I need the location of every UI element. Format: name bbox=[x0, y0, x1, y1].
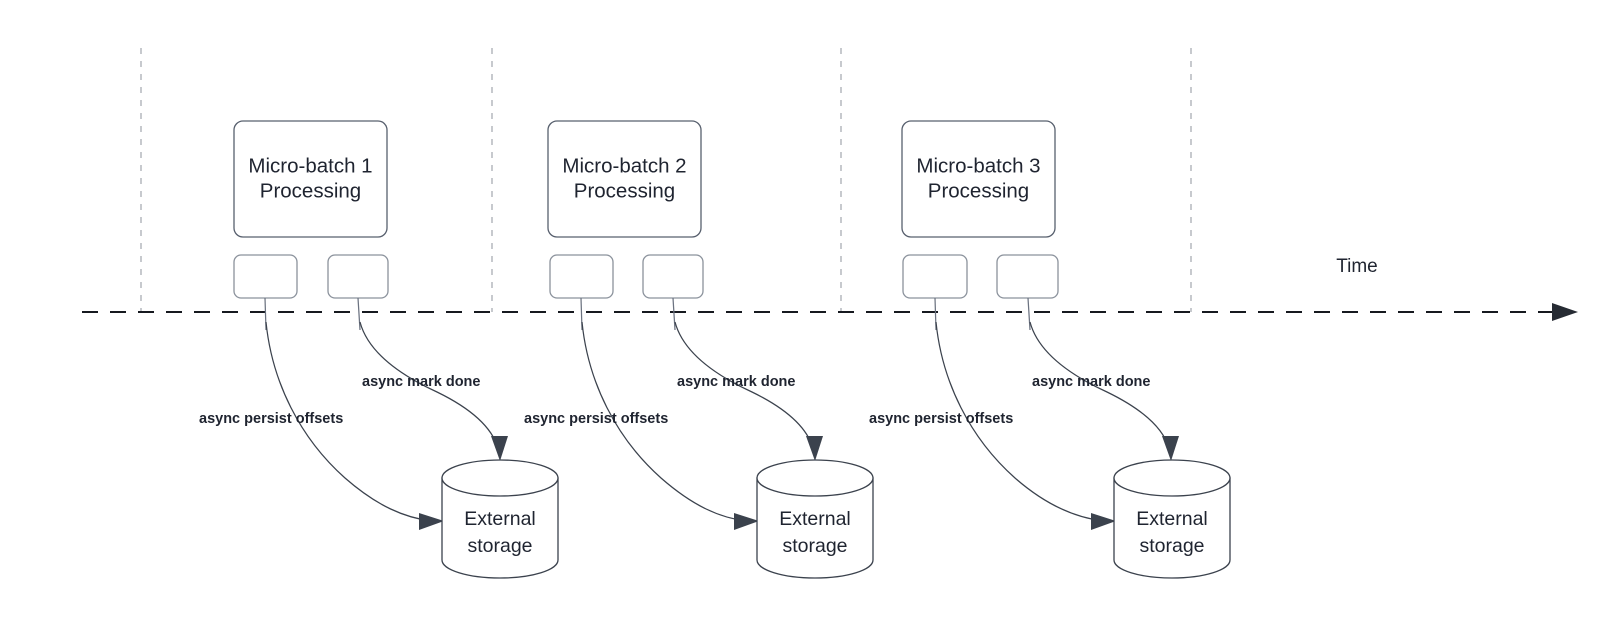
persist-offsets-arrowhead bbox=[734, 513, 759, 530]
time-axis-arrowhead bbox=[1552, 303, 1578, 321]
mark-done-arrowhead bbox=[1162, 436, 1179, 461]
persist-offsets-event-box[interactable] bbox=[902, 254, 968, 299]
persist-offsets-label: async persist offsets bbox=[199, 411, 343, 427]
mark-done-stem bbox=[672, 297, 676, 331]
persist-offsets-flow-line bbox=[935, 321, 1105, 522]
external-storage-cylinder[interactable]: External storage bbox=[441, 459, 559, 579]
process-box-rect bbox=[547, 120, 702, 238]
process-box-label-line2: Processing bbox=[574, 179, 675, 202]
cylinder-label-line2: storage bbox=[1139, 535, 1204, 557]
cylinder-label-line1: External bbox=[779, 508, 851, 530]
mark-done-arrowhead bbox=[806, 436, 823, 461]
mark-done-flow-line bbox=[674, 321, 814, 449]
mark-done-stem bbox=[357, 297, 361, 331]
external-storage-cylinder[interactable]: External storage bbox=[1113, 459, 1231, 579]
process-box-label-line1: Micro-batch 1 bbox=[248, 154, 372, 177]
process-box-label-line2: Processing bbox=[260, 179, 361, 202]
persist-offsets-flow-line bbox=[581, 321, 748, 522]
micro-batch-1-process-box[interactable]: Micro-batch 1 Processing bbox=[233, 120, 388, 238]
cylinder-label-line2: storage bbox=[782, 535, 847, 557]
persist-offsets-arrowhead bbox=[1091, 513, 1116, 530]
mark-done-event-box[interactable] bbox=[327, 254, 389, 299]
process-box-rect bbox=[901, 120, 1056, 238]
mark-done-label: async mark done bbox=[677, 374, 795, 390]
process-box-rect bbox=[233, 120, 388, 238]
mark-done-label: async mark done bbox=[362, 374, 480, 390]
persist-offsets-event-box[interactable] bbox=[549, 254, 614, 299]
mark-done-event-box[interactable] bbox=[642, 254, 704, 299]
cylinder-label-line1: External bbox=[464, 508, 536, 530]
process-box-label-line1: Micro-batch 2 bbox=[562, 154, 686, 177]
mark-done-event-box[interactable] bbox=[996, 254, 1059, 299]
mark-done-flow-line bbox=[359, 321, 499, 449]
group-2: Micro-batch 2 Processing async persist o… bbox=[524, 120, 874, 579]
persist-offsets-label: async persist offsets bbox=[869, 411, 1013, 427]
cylinder-top bbox=[756, 459, 874, 497]
cylinder-label-line1: External bbox=[1136, 508, 1208, 530]
mark-done-arrowhead bbox=[491, 436, 508, 461]
group-1: Micro-batch 1 Processing async persist o… bbox=[199, 120, 559, 579]
external-storage-cylinder[interactable]: External storage bbox=[756, 459, 874, 579]
time-axis: Time bbox=[82, 256, 1578, 321]
mark-done-flow-line bbox=[1029, 321, 1170, 449]
persist-offsets-arrowhead bbox=[419, 513, 444, 530]
group-3: Micro-batch 3 Processing async persist o… bbox=[869, 120, 1231, 579]
mark-done-stem bbox=[1027, 297, 1031, 331]
mark-done-label: async mark done bbox=[1032, 374, 1150, 390]
micro-batch-3-process-box[interactable]: Micro-batch 3 Processing bbox=[901, 120, 1056, 238]
lifeline-group bbox=[140, 48, 1192, 312]
process-box-label-line2: Processing bbox=[928, 179, 1029, 202]
cylinder-label-line2: storage bbox=[467, 535, 532, 557]
cylinder-top bbox=[441, 459, 559, 497]
persist-offsets-label: async persist offsets bbox=[524, 411, 668, 427]
process-box-label-line1: Micro-batch 3 bbox=[916, 154, 1040, 177]
time-axis-label: Time bbox=[1336, 256, 1378, 277]
cylinder-body bbox=[756, 477, 874, 579]
cylinder-top bbox=[1113, 459, 1231, 497]
persist-offsets-event-box[interactable] bbox=[233, 254, 298, 299]
cylinder-body bbox=[1113, 477, 1231, 579]
persist-offsets-flow-line bbox=[265, 321, 433, 522]
cylinder-body bbox=[441, 477, 559, 579]
micro-batch-2-process-box[interactable]: Micro-batch 2 Processing bbox=[547, 120, 702, 238]
